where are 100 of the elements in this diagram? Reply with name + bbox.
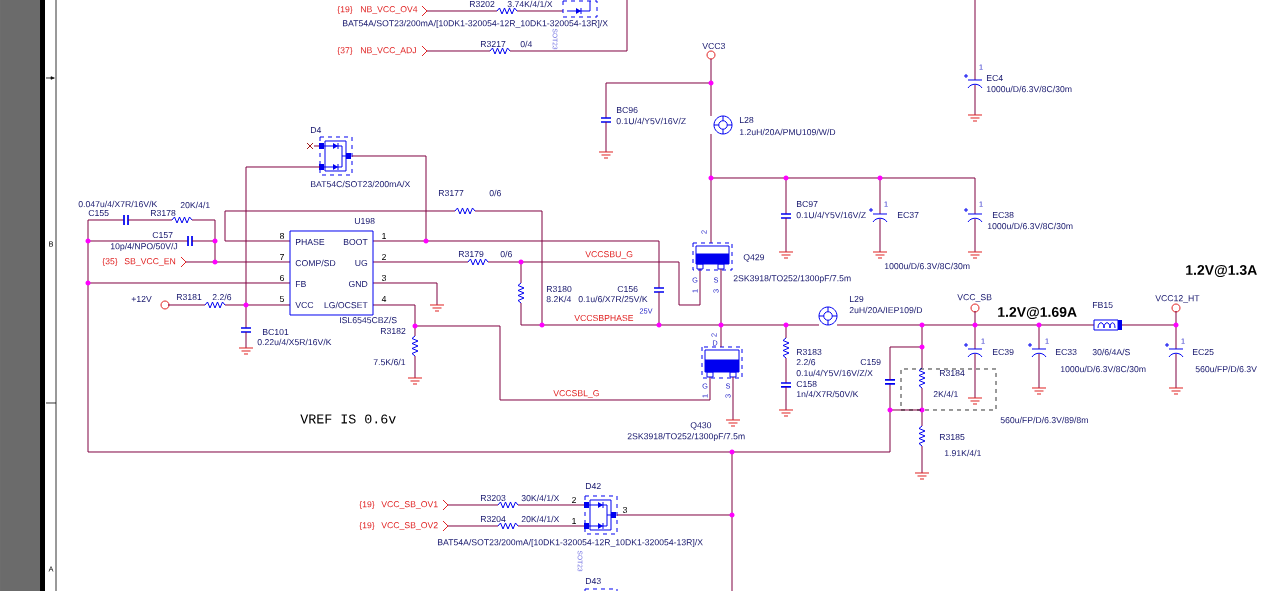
component-label: D43 <box>586 577 601 585</box>
component-label: 560u/FP/D/6.3V/89/8m <box>1000 416 1088 424</box>
net-label: NB_VCC_ADJ <box>361 47 416 55</box>
component-label: 3.74K/4/1/X <box>507 0 553 8</box>
component-label: 1.91K/4/1 <box>944 449 981 457</box>
voltage-note: 1.2V@1.3A <box>1186 264 1257 278</box>
net-label: {37} <box>337 46 353 56</box>
component-label: 2SK3918/TO252/1300pF/7.5m <box>733 274 851 284</box>
component-label: 2SK3918/TO252/1300pF/7.5m <box>627 432 745 442</box>
component-label: 20K/4/1 <box>180 201 210 209</box>
pin-number: 2 <box>572 497 576 503</box>
component-label: 10p/4/NPO/50V/J <box>110 242 178 252</box>
component-label: R3182 <box>381 327 406 335</box>
pin-name: VCC <box>295 301 314 309</box>
component-label: R3179 <box>459 250 484 258</box>
component-label: VCC3 <box>702 42 725 50</box>
component-label: BAT54C/SOT23/200mA/X <box>311 180 411 188</box>
component-label: 0/4 <box>520 40 533 48</box>
component-label: C159 <box>860 358 881 366</box>
component-label: R3183 <box>797 348 822 356</box>
component-label: C158 <box>796 380 817 388</box>
pin-number: 7 <box>280 254 284 260</box>
pin-number: 6 <box>280 274 285 282</box>
pin-number: 5 <box>279 295 285 302</box>
net-label: {19} <box>359 500 375 510</box>
component-label: R3180 <box>547 285 572 293</box>
component-label: EC38 <box>993 211 1014 219</box>
pin-name: UG <box>355 259 368 267</box>
component-label: Q429 <box>743 254 765 262</box>
component-label: R3204 <box>481 515 506 523</box>
component-label: EC25 <box>1193 348 1214 356</box>
component-label: BC101 <box>263 328 289 336</box>
component-label: 2.2/6 <box>796 358 816 366</box>
pin-name: FB <box>296 281 306 287</box>
component-label: R3203 <box>481 494 506 502</box>
component-label: R3202 <box>470 0 495 8</box>
component-label: R3178 <box>151 209 176 217</box>
component-label: 1000u/D/6.3V/8C/30m <box>987 222 1073 230</box>
component-label: 2uH/20A/IEP109/D <box>849 306 923 314</box>
component-label: 0.1U/4/Y5V/16V/Z <box>796 211 866 219</box>
component-label: 1000u/D/6.3V/8C/30m <box>986 85 1072 93</box>
component-label: EC37 <box>898 211 919 219</box>
pin-name: PHASE <box>296 238 325 246</box>
pin-name: COMP/SD <box>295 259 336 267</box>
component-label: 30K/4/1/X <box>521 494 560 502</box>
pin-number: 3 <box>622 506 628 514</box>
component-label: EC33 <box>1056 348 1077 356</box>
component-label: 8.2K/4 <box>546 295 572 303</box>
component-label: D4 <box>311 127 322 133</box>
component-label: R3177 <box>439 189 464 197</box>
component-label: 1.2uH/20A/PMU109/W/D <box>739 128 836 136</box>
pin-name: LG/OCSET <box>324 301 368 309</box>
component-label: U198 <box>354 217 375 225</box>
component-label: VCC_SB <box>957 294 992 302</box>
net-label: SB_VCC_EN <box>124 258 176 266</box>
net-label: VCCSBU_G <box>585 251 633 259</box>
component-label: 1000u/D/6.3V/8C/30m <box>884 262 970 270</box>
component-label: EC4 <box>987 74 1003 82</box>
component-label: 560u/FP/D/6.3V <box>1195 365 1257 373</box>
pin-number: 1 <box>382 233 386 239</box>
component-label: D42 <box>586 483 601 489</box>
net-label: {19} <box>337 5 353 15</box>
component-label: 0.1u/4/Y5V/16V/Z/X <box>796 369 873 377</box>
component-label: +12V <box>131 296 152 302</box>
net-label: VCCSBPHASE <box>574 314 634 322</box>
component-label: 2.2/6 <box>212 293 232 301</box>
part-number: ISL6545CBZ/S <box>340 316 397 324</box>
pin-name: BOOT <box>343 238 368 246</box>
note-text: VREF IS 0.6v <box>300 414 396 424</box>
component-label: 0.047u/4/X7R/16V/K <box>78 200 158 208</box>
net-label: VCCSBL_G <box>553 390 599 398</box>
component-label: VCC12_HT <box>1155 295 1200 303</box>
component-label: 0/6 <box>500 250 512 258</box>
component-label: R3184 <box>940 369 965 377</box>
pin-number: 2 <box>382 254 386 260</box>
component-label: C155 <box>88 209 109 217</box>
pin-number: 8 <box>280 232 285 240</box>
component-label: L28 <box>740 116 754 124</box>
component-label: BAT54A/SOT23/200mA/[10DK1-320054-12R_10DK1-320054-13R]/X <box>343 19 608 29</box>
pin-number: 3 <box>381 274 387 282</box>
component-label: 20K/4/1/X <box>521 515 560 523</box>
component-label: L29 <box>850 295 864 303</box>
component-label: BAT54A/SOT23/200mA/[10DK1-320054-12R_10DK1-320054-13R]/X <box>438 538 703 548</box>
component-label: BC97 <box>797 200 818 208</box>
component-label: C157 <box>152 231 173 239</box>
component-label: FB15 <box>1093 301 1113 308</box>
component-label: 1n/4/X7R/50V/K <box>796 390 859 398</box>
net-label: VCC_SB_OV2 <box>381 522 438 530</box>
net-label: NB_VCC_OV4 <box>361 6 418 14</box>
component-label: 30/6/4A/S <box>1092 348 1130 356</box>
component-label: C156 <box>617 285 638 293</box>
component-label: 7.5K/6/1 <box>373 358 406 366</box>
component-label: 0.1U/4/Y5V/16V/Z <box>616 117 686 125</box>
pin-number: 1 <box>572 518 576 524</box>
component-label: 0.22u/4/X5R/16V/K <box>257 338 332 346</box>
voltage-note: 1.2V@1.69A <box>998 306 1077 320</box>
component-label: R3185 <box>940 433 965 441</box>
component-label: R3181 <box>177 293 202 301</box>
component-label: Q430 <box>690 422 712 430</box>
net-label: {35} <box>102 257 118 267</box>
